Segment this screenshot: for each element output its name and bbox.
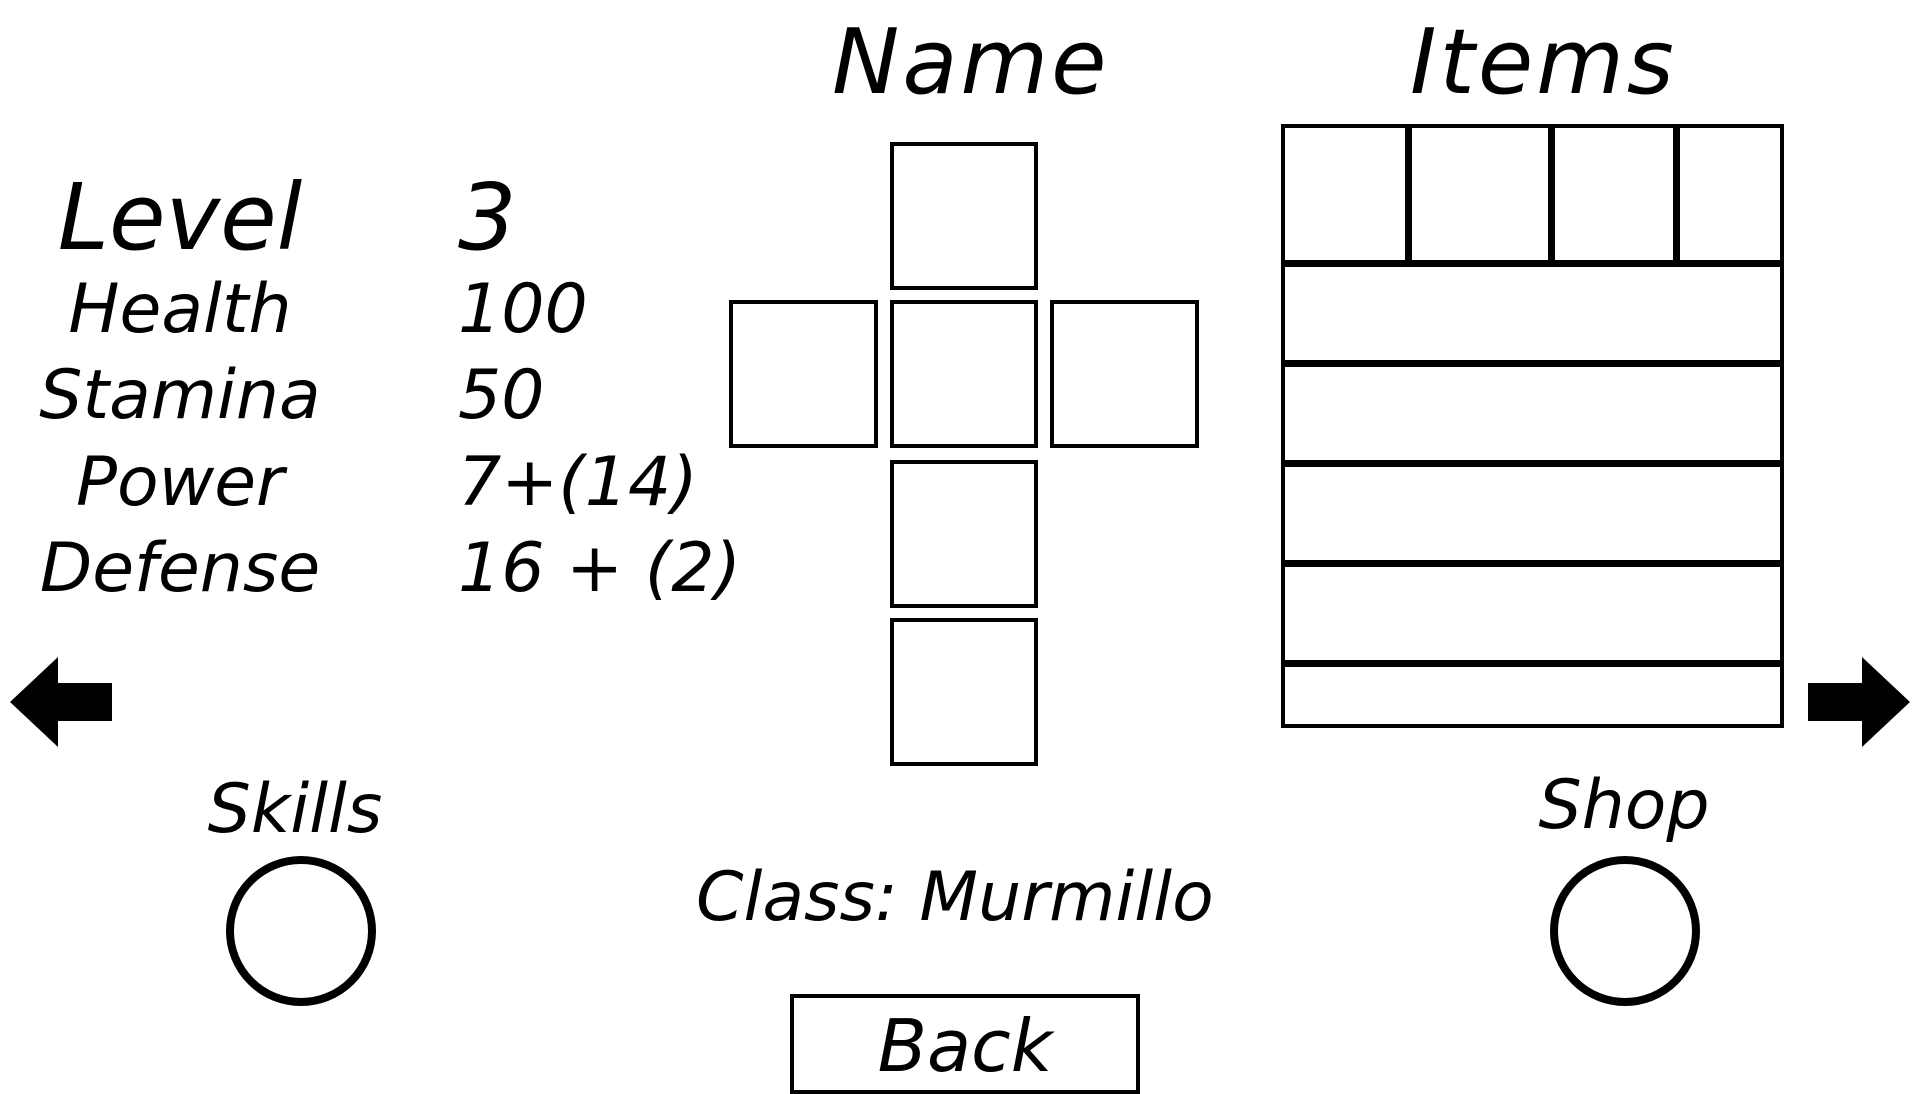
- item-slot[interactable]: [1680, 128, 1780, 260]
- grid-divider: [1548, 128, 1555, 264]
- arrow-right-icon[interactable]: [1806, 655, 1912, 749]
- item-row[interactable]: [1285, 467, 1780, 560]
- grid-divider: [1285, 260, 1780, 267]
- item-slot[interactable]: [1285, 128, 1405, 260]
- equipment-slot-feet[interactable]: [890, 618, 1038, 766]
- arrow-left-icon[interactable]: [8, 655, 114, 749]
- shop-button[interactable]: [1550, 856, 1700, 1006]
- items-heading: Items: [1410, 10, 1677, 115]
- power-label: Power: [75, 443, 285, 522]
- equipment-slot-body[interactable]: [890, 300, 1038, 448]
- grid-divider: [1285, 660, 1780, 667]
- back-button-label: Back: [877, 1004, 1053, 1088]
- grid-divider: [1285, 460, 1780, 467]
- back-button[interactable]: Back: [790, 994, 1140, 1094]
- name-heading: Name: [832, 10, 1110, 115]
- defense-value: 16 + (2): [458, 529, 742, 608]
- equipment-slot-right-hand[interactable]: [1050, 300, 1199, 448]
- grid-divider: [1673, 128, 1680, 264]
- equipment-slot-legs[interactable]: [890, 460, 1038, 608]
- grid-divider: [1285, 360, 1780, 367]
- shop-label: Shop: [1538, 766, 1710, 845]
- item-row[interactable]: [1285, 367, 1780, 460]
- item-slot[interactable]: [1555, 128, 1673, 260]
- stamina-label: Stamina: [39, 356, 321, 435]
- equipment-slot-left-hand[interactable]: [729, 300, 878, 448]
- item-row[interactable]: [1285, 267, 1780, 360]
- skills-button[interactable]: [226, 856, 376, 1006]
- defense-label: Defense: [39, 529, 321, 608]
- class-text: Class: Murmillo: [696, 858, 1214, 937]
- stamina-value: 50: [458, 356, 545, 435]
- equipment-slot-head[interactable]: [890, 142, 1038, 290]
- item-slot[interactable]: [1412, 128, 1548, 260]
- health-label: Health: [68, 270, 292, 349]
- item-row[interactable]: [1285, 667, 1780, 724]
- items-grid: [1281, 124, 1784, 728]
- level-value: 3: [458, 164, 517, 271]
- health-value: 100: [458, 270, 588, 349]
- item-row[interactable]: [1285, 567, 1780, 660]
- power-value: 7+(14): [458, 443, 698, 522]
- level-label: Level: [57, 164, 303, 271]
- grid-divider: [1405, 128, 1412, 264]
- skills-label: Skills: [207, 770, 383, 849]
- grid-divider: [1285, 560, 1780, 567]
